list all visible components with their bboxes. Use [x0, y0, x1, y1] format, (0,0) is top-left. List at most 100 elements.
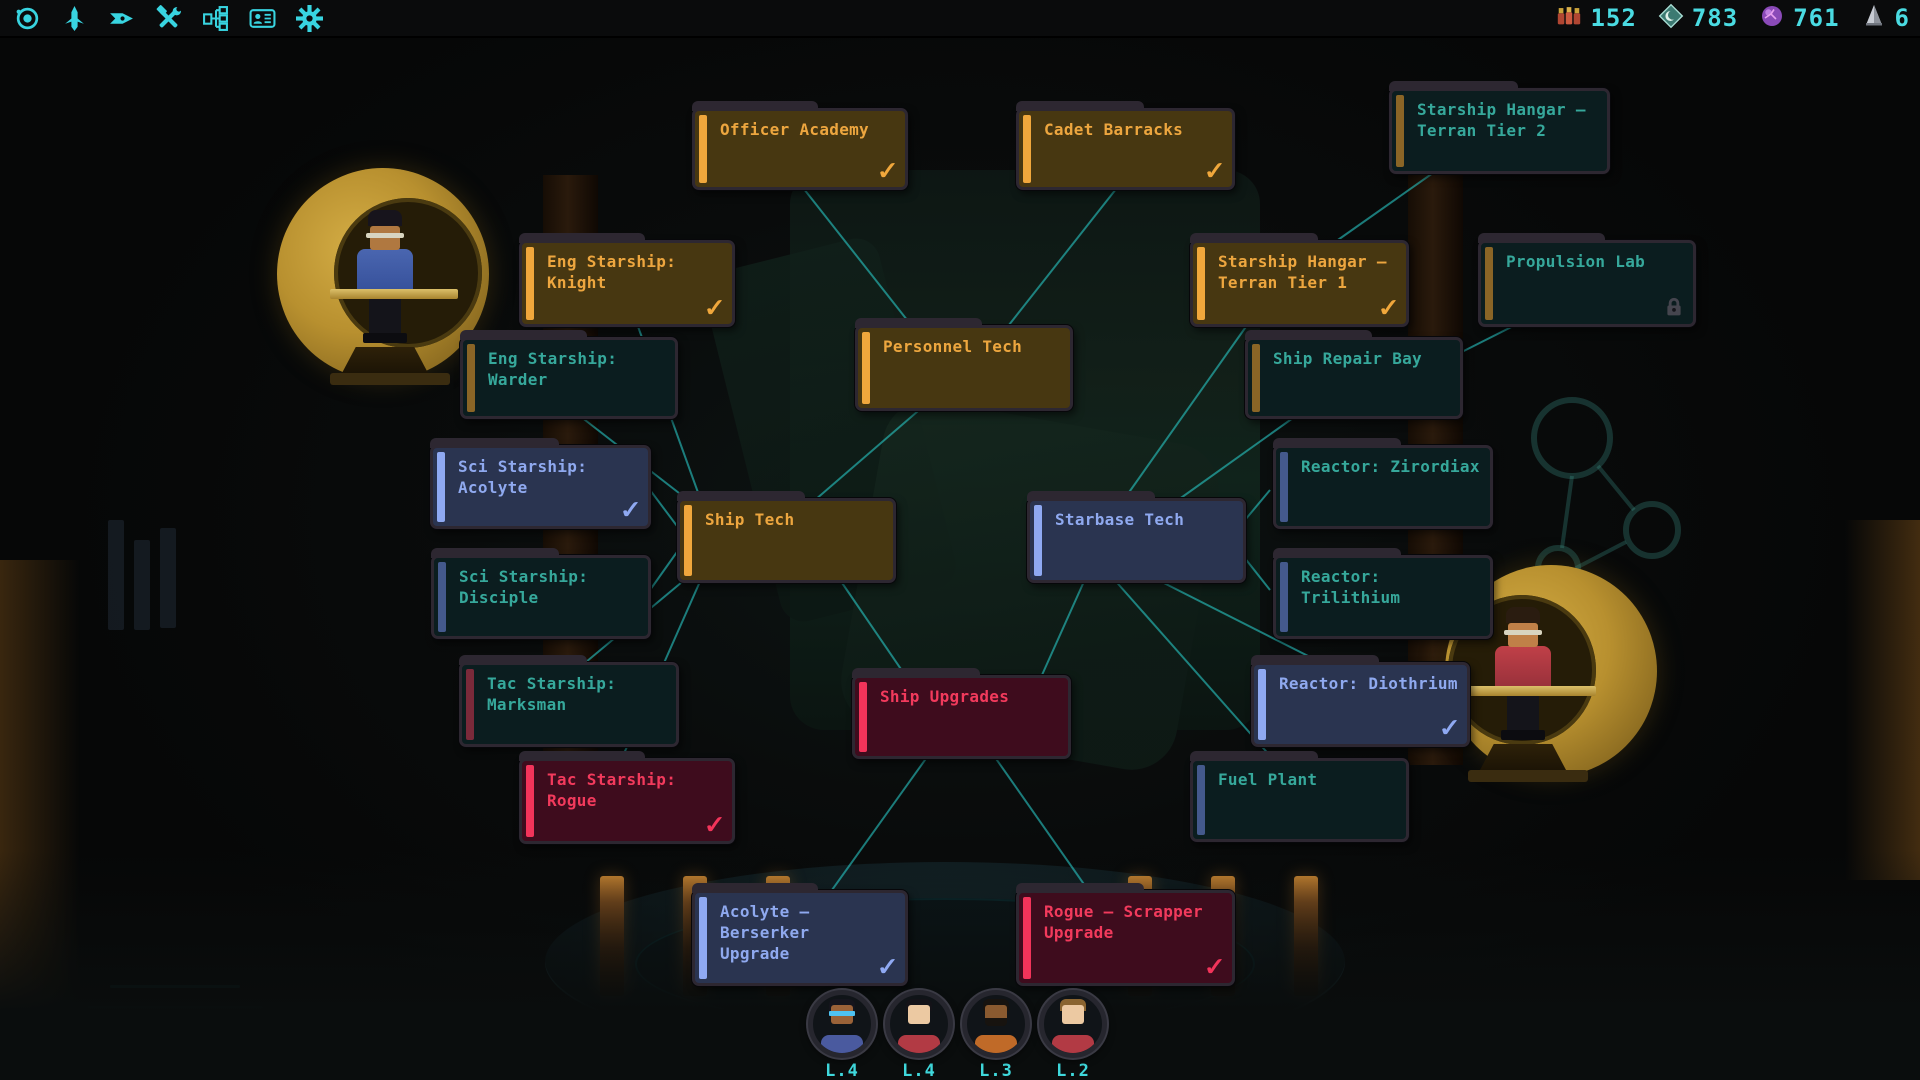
shuttle-icon[interactable] [106, 3, 136, 33]
lock-icon [1663, 296, 1685, 318]
tools-icon[interactable] [153, 3, 183, 33]
tech-node-personnel-tech[interactable]: Personnel Tech [855, 318, 1073, 411]
tech-link-line [831, 752, 931, 891]
settings-gear-icon[interactable] [294, 3, 324, 33]
node-label: Fuel Plant [1218, 770, 1318, 789]
node-accent-bar [684, 505, 692, 576]
crew-avatar [808, 990, 876, 1058]
node-accent-bar [1197, 247, 1205, 320]
node-accent-bar [437, 452, 445, 522]
tech-node-tac-starship-marksman[interactable]: Tac Starship: Marksman [459, 655, 679, 747]
tech-node-reactor-trilithium[interactable]: Reactor: Trilithium [1273, 548, 1493, 639]
crew-card-icon[interactable] [247, 3, 277, 33]
node-label: Starship Hangar – Terran Tier 2 [1417, 100, 1586, 140]
tech-node-sci-starship-disciple[interactable]: Sci Starship: Disciple [431, 548, 651, 639]
node-accent-bar [1252, 344, 1260, 412]
isotope-cone-icon [1860, 3, 1888, 33]
tech-node-starbase-tech[interactable]: Starbase Tech [1027, 491, 1246, 583]
tech-node-eng-starship-knight[interactable]: Eng Starship: Knight✓ [519, 233, 735, 327]
node-accent-bar [1280, 452, 1288, 522]
node-label: Eng Starship: Warder [488, 349, 618, 389]
resource-value: 152 [1590, 4, 1637, 32]
crew-avatar [885, 990, 953, 1058]
crew-avatar [962, 990, 1030, 1058]
checkmark-icon: ✓ [1204, 153, 1223, 188]
tech-link-line [1151, 576, 1321, 663]
node-accent-bar [1197, 765, 1205, 835]
crew-member-crew-3[interactable]: L.3 [951, 990, 1041, 1080]
tech-node-cadet-barracks[interactable]: Cadet Barracks ✓ [1016, 101, 1235, 190]
tech-link-line [837, 576, 906, 676]
orbit-icon[interactable] [12, 3, 42, 33]
node-accent-bar [859, 682, 867, 752]
checkmark-icon: ✓ [704, 807, 723, 842]
tech-node-ship-repair-bay[interactable]: Ship Repair Bay [1245, 330, 1463, 419]
starship-icon[interactable] [59, 3, 89, 33]
top-bar-menu [0, 3, 324, 33]
tech-node-eng-starship-warder[interactable]: Eng Starship: Warder [460, 330, 678, 419]
tech-node-rogue-scrapper-upgrade[interactable]: Rogue – Scrapper Upgrade✓ [1016, 883, 1235, 986]
tech-node-ship-tech[interactable]: Ship Tech [677, 491, 896, 583]
wall-panel [160, 528, 176, 628]
tech-link-line [649, 551, 678, 591]
crew-member-crew-4[interactable]: L.2 [1028, 990, 1118, 1080]
wall-panel [108, 520, 124, 630]
resource-currency-diamond: 783 [1657, 3, 1738, 33]
node-label: Cadet Barracks [1044, 120, 1184, 139]
node-label: Propulsion Lab [1506, 252, 1646, 271]
tech-node-officer-academy[interactable]: Officer Academy✓ [692, 101, 908, 190]
crew-member-crew-1[interactable]: L.4 [797, 990, 887, 1080]
node-accent-bar [1023, 115, 1031, 183]
tech-node-fuel-plant[interactable]: Fuel Plant [1190, 751, 1409, 842]
node-accent-bar [526, 765, 534, 837]
tech-node-starship-hangar-terran-tier-2[interactable]: Starship Hangar – Terran Tier 2 [1389, 81, 1610, 174]
node-label: Sci Starship: Disciple [459, 567, 589, 607]
tech-link-line [799, 183, 916, 331]
currency-diamond-icon [1657, 3, 1685, 33]
node-label: Sci Starship: Acolyte [458, 457, 588, 497]
node-accent-bar [438, 562, 446, 632]
node-accent-bar [1280, 562, 1288, 632]
tactical-character [1468, 607, 1596, 782]
node-label: Starship Hangar – Terran Tier 1 [1218, 252, 1387, 292]
crew-icon [1555, 3, 1583, 33]
tech-node-tac-starship-rogue[interactable]: Tac Starship: Rogue✓ [519, 751, 735, 844]
wall-panel [134, 540, 150, 630]
node-label: Ship Repair Bay [1273, 349, 1422, 368]
tech-node-sci-starship-acolyte[interactable]: Sci Starship: Acolyte ✓ [430, 438, 651, 529]
tech-link-line [1111, 576, 1273, 759]
checkmark-icon: ✓ [620, 492, 639, 527]
tech-link-line [991, 752, 1089, 891]
tech-node-starship-hangar-terran-tier-1[interactable]: Starship Hangar – Terran Tier 1✓ [1190, 233, 1409, 327]
node-accent-bar [862, 332, 870, 404]
tech-link-line [814, 404, 926, 501]
checkmark-icon: ✓ [1439, 710, 1458, 745]
node-accent-bar [699, 897, 707, 979]
tech-node-ship-upgrades[interactable]: Ship Upgrades [852, 668, 1071, 759]
tech-link-line [1124, 320, 1251, 499]
node-accent-bar [1396, 95, 1404, 167]
resource-isotope-cone: 6 [1860, 3, 1910, 33]
node-label: Officer Academy [720, 120, 869, 139]
floor-shadow [0, 850, 1920, 1080]
tech-node-acolyte-berserker-upgrade[interactable]: Acolyte – Berserker Upgrade✓ [692, 883, 908, 986]
tech-node-propulsion-lab[interactable]: Propulsion Lab [1478, 233, 1696, 327]
node-accent-bar [1258, 669, 1266, 740]
tech-link-line [1177, 412, 1301, 501]
node-accent-bar [467, 344, 475, 412]
crew-level-label: L.2 [1056, 1061, 1090, 1080]
node-accent-bar [1034, 505, 1042, 576]
node-accent-bar [526, 247, 534, 320]
node-accent-bar [1023, 897, 1031, 979]
node-label: Tac Starship: Marksman [487, 674, 617, 714]
node-accent-bar [699, 115, 707, 183]
node-label: Reactor: Trilithium [1301, 567, 1401, 607]
tech-tree-icon[interactable] [200, 3, 230, 33]
tech-node-reactor-diothrium[interactable]: Reactor: Diothrium✓ [1251, 655, 1470, 747]
tech-node-reactor-zirordiax[interactable]: Reactor: Zirordiax [1273, 438, 1493, 529]
crew-member-crew-2[interactable]: L.4 [874, 990, 964, 1080]
